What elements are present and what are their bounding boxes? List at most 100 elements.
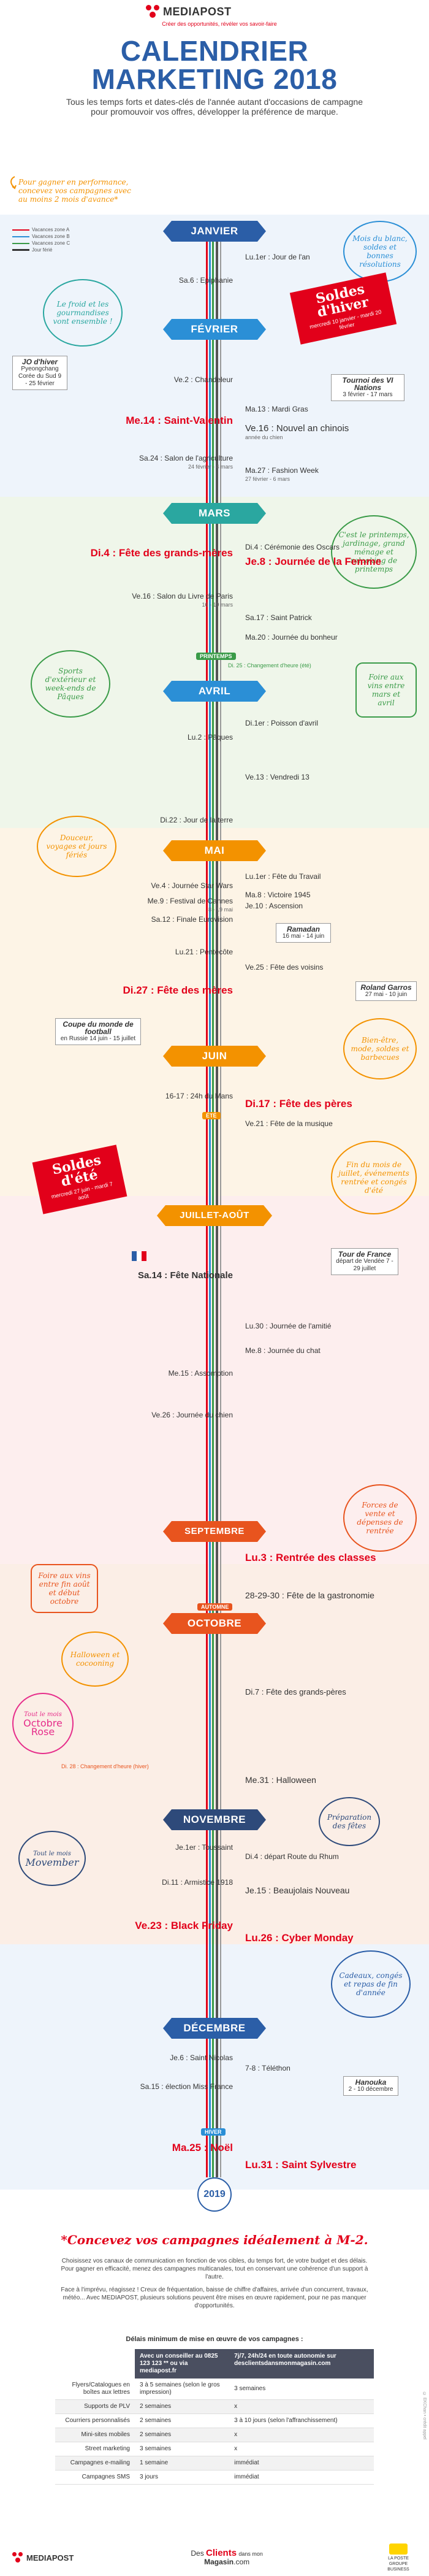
legend-item: Vacances zone C: [12, 240, 70, 246]
month-april: AVRIL: [163, 681, 266, 702]
event-mar-17: Sa.17 : Saint Patrick: [245, 613, 312, 622]
event-may-25: Ve.25 : Fête des voisins: [245, 963, 324, 972]
timeline-line-main: [216, 221, 218, 2177]
event-nov-23: Ve.23 : Black Friday: [135, 1920, 233, 1931]
month-february: FÉVRIER: [163, 319, 266, 340]
footer-brand: MEDIAPOST: [12, 2552, 74, 2563]
callout-january: Mois du blanc, soldes et bonnes résoluti…: [343, 221, 417, 282]
footer-laposte-logo: LA POSTE GROUPE BUSINESS: [380, 2543, 417, 2572]
event-jun-21: Ve.21 : Fête de la musique: [245, 1119, 333, 1128]
event-feb-2: Ve.2 : Chandeleur: [173, 375, 233, 384]
time-change-spring: Di. 25 : Changement d'heure (été): [228, 662, 311, 669]
callout-april-left: Sports d'extérieur et week-ends de Pâque…: [31, 650, 110, 718]
event-aug-15: Me.15 : Assomption: [168, 1369, 233, 1378]
page-subtitle: Tous les temps forts et dates-clés de l'…: [66, 97, 363, 117]
event-feb-14: Me.14 : Saint-Valentin: [126, 415, 233, 426]
callout-december: Cadeaux, congés et repas de fin d'année: [331, 1950, 411, 2018]
arrow-icon: [10, 176, 17, 190]
time-change-autumn: Di. 28 : Changement d'heure (hiver): [61, 1763, 149, 1769]
event-apr-22: Di.22 : Jour de la terre: [160, 816, 233, 824]
event-apr-2: Lu.2 : Pâques: [187, 733, 233, 742]
month-october: OCTOBRE: [163, 1613, 266, 1634]
footer: MEDIAPOST Des Clients dans mon dans monM…: [0, 2539, 429, 2576]
event-apr-1: Di.1er : Poisson d'avril: [245, 719, 319, 727]
event-may-1: Lu.1er : Fête du Travail: [245, 872, 321, 881]
callout-september-left: Foire aux vins entre fin août et début o…: [31, 1564, 98, 1613]
season-spring: PRINTEMPS: [196, 653, 238, 660]
event-nov-11: Di.11 : Armistice 1918: [162, 1878, 233, 1887]
event-nov-15: Je.15 : Beaujolais Nouveau: [245, 1885, 350, 1895]
callout-october: Halloween et cocooning: [61, 1631, 129, 1687]
lead-time-table: Avec un conseiller au 0825 123 123 ** ou…: [55, 2349, 374, 2485]
month-december: DÉCEMBRE: [163, 2018, 266, 2039]
month-march: MARS: [163, 503, 266, 524]
event-dec-15: Sa.15 : élection Miss France: [140, 2082, 233, 2091]
event-dec-25: Ma.25 : Noël: [172, 2142, 233, 2153]
month-june: JUIN: [163, 1046, 266, 1067]
event-may-10: Je.10 : Ascension: [245, 902, 303, 910]
event-aug-26: Ve.26 : Journée du chien: [151, 1411, 233, 1419]
callout-may: Douceur, voyages et jours fériés: [37, 816, 116, 877]
callout-march: C'est le printemps, jardinage, grand mén…: [331, 515, 417, 589]
legend-item: Jour férié: [12, 247, 70, 253]
month-november: NOVEMBRE: [163, 1809, 266, 1830]
table-header-advisor: Avec un conseiller au 0825 123 123 ** ou…: [135, 2349, 230, 2379]
brand-name: MEDIAPOST: [163, 5, 232, 18]
event-mar-4: Di.4 : Cérémonie des Oscars: [245, 543, 340, 551]
season-autumn: AUTOMNE: [197, 1603, 235, 1611]
event-nov-1: Je.1er : Toussaint: [175, 1843, 233, 1852]
brand-tagline: Créer des opportunités, révéler vos savo…: [162, 21, 277, 27]
credit-text: © EKChan • crédit appel: [422, 2392, 427, 2440]
event-jul-14: Sa.14 : Fête Nationale: [137, 1270, 233, 1281]
callout-july-august: Fin du mois de juillet, événements rentr…: [331, 1141, 417, 1214]
event-dec-31: Lu.31 : Saint Sylvestre: [245, 2159, 357, 2171]
event-oct-31: Me.31 : Halloween: [245, 1775, 316, 1785]
event-may-12: Sa.12 : Finale Eurovision: [151, 915, 233, 924]
event-jan-6: Sa.6 : Epiphanie: [178, 276, 233, 285]
event-jan-1: Lu.1er : Jour de l'an: [245, 253, 310, 261]
callout-june: Bien-être, mode, soldes et barbecues: [343, 1018, 417, 1079]
event-sep-3: Lu.3 : Rentrée des classes: [245, 1552, 376, 1563]
table-header-self-service: 7j/7, 24h/24 en toute autonomie sur desc…: [229, 2349, 374, 2379]
callout-april-right: Foire aux vins entre mars et avril: [355, 662, 417, 718]
season-summer: ÉTÉ: [202, 1112, 223, 1119]
event-sep-28: 28-29-30 : Fête de la gastronomie: [245, 1590, 374, 1600]
event-jul-30: Lu.30 : Journée de l'amitié: [245, 1322, 332, 1330]
month-january: JANVIER: [163, 221, 266, 242]
mediapost-logo: MEDIAPOST: [146, 5, 232, 18]
legend-item: Vacances zone B: [12, 234, 70, 239]
header: MEDIAPOST Créer des opportunités, révéle…: [0, 0, 429, 202]
timeline-line-a: [206, 221, 208, 2177]
event-nov-4: Di.4 : départ Route du Rhum: [245, 1852, 339, 1861]
callout-february: Le froid et les gourmandises vont ensemb…: [43, 279, 123, 347]
timeline-line-c: [212, 221, 214, 2177]
french-flag-icon: [132, 1251, 146, 1261]
timeline-line-d: [220, 221, 221, 2177]
cta-text: Choisissez vos canaux de communication e…: [61, 2258, 368, 2309]
month-september: SEPTEMBRE: [163, 1521, 266, 1542]
mediapost-logo-icon: [146, 5, 159, 18]
timeline-line-b: [209, 221, 211, 2177]
callout-november-top: Préparation des fêtes: [319, 1797, 380, 1846]
event-may-8: Ma.8 : Victoire 1945: [245, 891, 311, 899]
event-jun-17: Di.17 : Fête des pères: [245, 1098, 352, 1110]
event-nov-26: Lu.26 : Cyber Monday: [245, 1932, 354, 1944]
legend: Vacances zone A Vacances zone B Vacances…: [12, 227, 70, 254]
